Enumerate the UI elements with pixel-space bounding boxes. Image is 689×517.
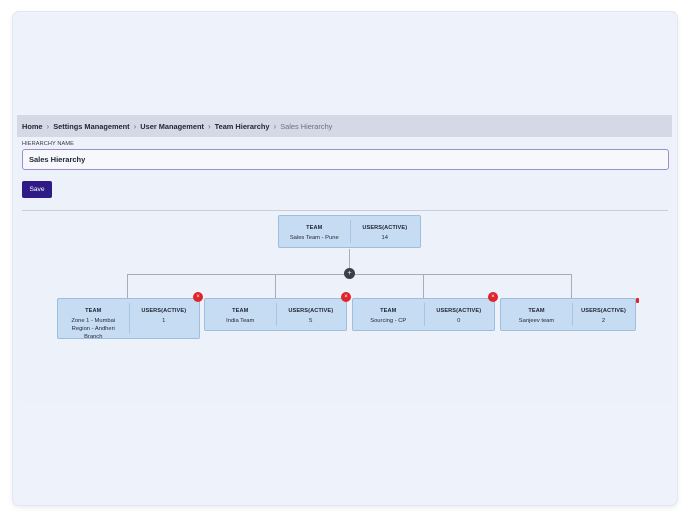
team-name: India Team [226, 318, 255, 324]
connector-child-4 [571, 274, 572, 299]
users-count: 0 [457, 318, 461, 324]
app-window: Home › Settings Management › User Manage… [13, 12, 677, 505]
hierarchy-name-label: HIERARCHY NAME [22, 141, 74, 147]
users-header: USERS(ACTIVE) [436, 308, 482, 314]
child-team-node[interactable]: TEAM Zone 1 - Mumbai Region - Andheri Br… [57, 298, 200, 340]
main-content: Home › Settings Management › User Manage… [17, 115, 672, 402]
child-team-node[interactable]: TEAM Sanjeev team USERS(ACTIVE) 2 [500, 298, 636, 331]
remove-node-icon[interactable]: × [488, 292, 498, 302]
users-header: USERS(ACTIVE) [288, 308, 334, 314]
remove-node-icon[interactable]: × [341, 292, 351, 302]
connector-child-2 [275, 274, 276, 299]
divider [22, 210, 668, 211]
team-header: TEAM [528, 308, 545, 314]
save-button[interactable]: Save [22, 181, 52, 198]
users-header: USERS(ACTIVE) [362, 225, 408, 231]
team-name: Sourcing - CP [370, 318, 407, 324]
breadcrumb-settings-management[interactable]: Settings Management [53, 121, 130, 131]
team-header: TEAM [232, 308, 249, 314]
connector-child-3 [423, 274, 424, 299]
breadcrumb: Home › Settings Management › User Manage… [17, 115, 672, 137]
connector-root-down [349, 249, 350, 276]
breadcrumb-user-management[interactable]: User Management [140, 121, 204, 131]
breadcrumb-current: Sales Hierarchy [280, 121, 333, 131]
child-team-node[interactable]: TEAM India Team USERS(ACTIVE) 5 [204, 298, 347, 331]
team-header: TEAM [306, 225, 323, 231]
users-count: 5 [309, 318, 313, 324]
hierarchy-name-input[interactable] [22, 149, 669, 170]
add-child-button[interactable]: + [344, 268, 355, 279]
remove-node-icon[interactable] [636, 298, 639, 303]
users-count: 1 [162, 318, 166, 324]
team-name: Sales Team - Pune [289, 235, 339, 241]
connector-child-1 [127, 274, 128, 299]
breadcrumb-separator: › [273, 121, 277, 131]
remove-node-icon[interactable]: × [193, 292, 203, 302]
users-count: 14 [381, 235, 388, 241]
team-header: TEAM [85, 308, 102, 314]
child-team-node[interactable]: TEAM Sourcing - CP USERS(ACTIVE) 0 [352, 298, 495, 331]
breadcrumb-home[interactable]: Home [22, 121, 43, 131]
users-count: 2 [601, 318, 606, 324]
users-header: USERS(ACTIVE) [141, 308, 187, 314]
team-name: Sanjeev team [518, 318, 555, 324]
breadcrumb-separator: › [46, 121, 50, 131]
team-name: Zone 1 - Mumbai Region - Andheri Branch [71, 318, 116, 340]
breadcrumb-team-hierarchy[interactable]: Team Hierarchy [214, 121, 270, 131]
root-team-node[interactable]: TEAM Sales Team - Pune USERS(ACTIVE) 14 [278, 215, 421, 248]
team-header: TEAM [380, 308, 397, 314]
users-header: USERS(ACTIVE) [581, 308, 626, 314]
breadcrumb-separator: › [207, 121, 211, 131]
breadcrumb-separator: › [133, 121, 137, 131]
